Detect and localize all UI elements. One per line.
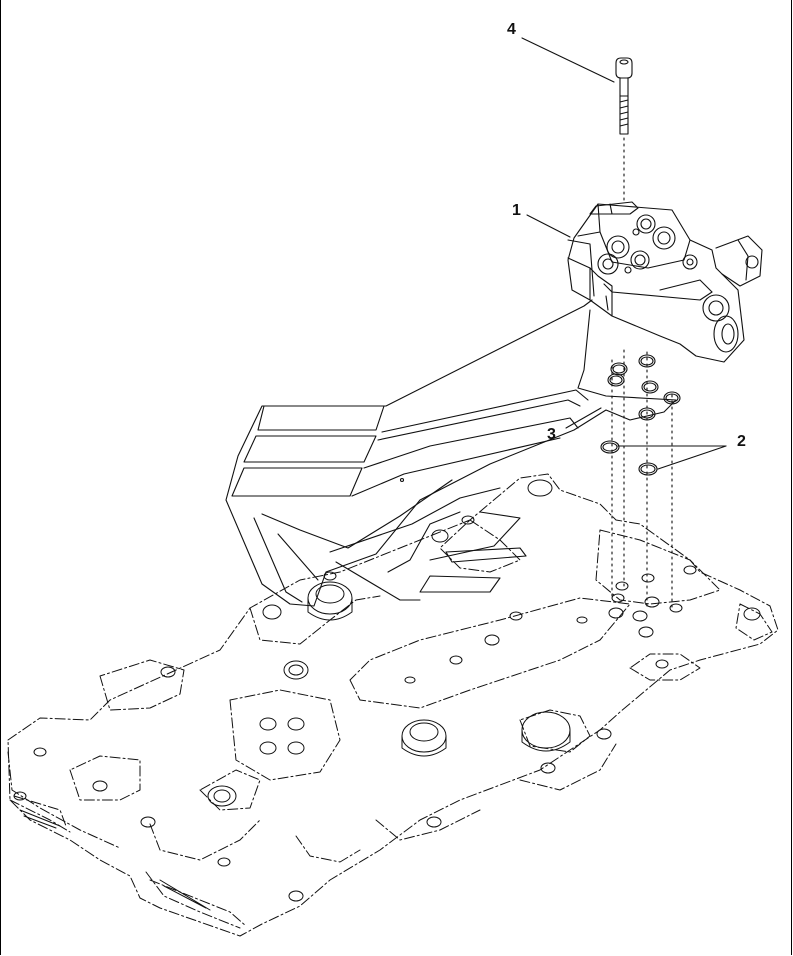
valve-block-part-1	[567, 201, 763, 363]
leader-line-2	[617, 445, 727, 470]
leader-line-4	[521, 37, 615, 83]
leader-line-3	[565, 407, 602, 429]
callout-3: 3	[547, 426, 556, 443]
base-plate-fittings	[13, 479, 761, 911]
callout-2: 2	[737, 433, 746, 450]
alignment-lines	[611, 137, 673, 611]
leader-line-1	[526, 214, 571, 238]
gasket-part-3	[225, 299, 677, 607]
bolt-part-4	[615, 57, 633, 135]
o-rings-part-2	[600, 354, 681, 476]
callout-4: 4	[507, 21, 516, 38]
callout-1: 1	[512, 202, 521, 219]
base-plate	[7, 473, 779, 937]
